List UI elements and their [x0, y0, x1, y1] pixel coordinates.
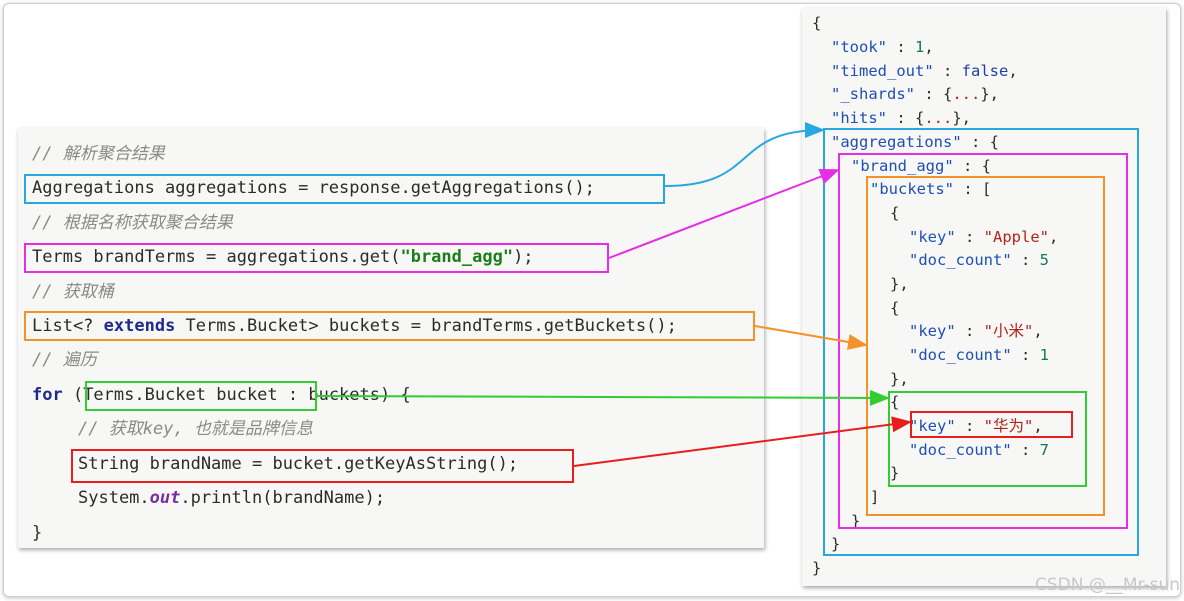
- json-bucket2-open: {: [890, 299, 900, 317]
- arrow-buckets: [754, 325, 868, 350]
- highlight-json-bucket3: [888, 391, 1087, 487]
- comment-parse-aggregation: // 解析聚合结果: [32, 144, 165, 164]
- json-bucket1-key: "key" : "Apple",: [909, 228, 1059, 246]
- code-get-aggregations: Aggregations aggregations = response.get…: [32, 178, 595, 198]
- highlight-bucket-variable: [85, 381, 317, 411]
- highlight-buckets-code: [24, 311, 755, 341]
- json-took: "took" : 1,: [831, 38, 934, 56]
- highlight-aggregations-code: [24, 174, 665, 204]
- comment-get-buckets: // 获取桶: [32, 282, 114, 302]
- json-bucket1-close: },: [890, 275, 909, 293]
- code-for-loop: for (Terms.Bucket bucket : buckets) {: [32, 385, 411, 405]
- json-open-brace: {: [812, 14, 822, 32]
- code-get-brand-terms: Terms brandTerms = aggregations.get("bra…: [32, 247, 534, 267]
- json-response-panel: { "took" : 1, "timed_out" : false, "_sha…: [802, 8, 1166, 586]
- comment-get-by-name: // 根据名称获取聚合结果: [32, 213, 233, 233]
- json-bucket3-close: }: [890, 464, 900, 482]
- json-close-brace: }: [812, 559, 822, 577]
- watermark: CSDN @__Mr-sun: [1035, 575, 1180, 595]
- json-shards: "_shards" : {...},: [831, 85, 999, 103]
- highlight-json-aggregations: [823, 128, 1139, 556]
- json-bucket1-doc-count: "doc_count" : 5: [909, 251, 1049, 269]
- arrow-brand-name: [573, 416, 912, 467]
- code-get-buckets: List<? extends Terms.Bucket> buckets = b…: [32, 316, 677, 336]
- code-get-key-as-string: String brandName = bucket.getKeyAsString…: [78, 454, 519, 474]
- json-brand-agg: "brand_agg" : {: [851, 157, 991, 175]
- arrow-brand-agg: [608, 168, 840, 259]
- json-aggregations-close: }: [831, 535, 841, 553]
- json-brand-agg-close: }: [851, 512, 861, 530]
- json-buckets: "buckets" : [: [870, 180, 992, 198]
- json-bucket2-key: "key" : "小米",: [909, 322, 1043, 340]
- arrow-bucket: [316, 389, 890, 406]
- java-code-panel: // 解析聚合结果 Aggregations aggregations = re…: [18, 128, 764, 548]
- highlight-brand-terms-code: [24, 243, 609, 273]
- json-bucket3-doc-count: "doc_count" : 7: [909, 441, 1049, 459]
- json-timed-out: "timed_out" : false,: [831, 62, 1018, 80]
- json-buckets-close: ]: [870, 488, 880, 506]
- arrow-aggregations: [664, 122, 825, 187]
- comment-get-key: // 获取key, 也就是品牌信息: [78, 419, 313, 439]
- json-bucket1-open: {: [890, 204, 900, 222]
- code-close-brace: }: [32, 523, 43, 543]
- code-println: System.out.println(brandName);: [78, 488, 386, 508]
- highlight-brand-name-code: [71, 449, 574, 483]
- json-aggregations: "aggregations" : {: [831, 133, 999, 151]
- json-bucket3-open: {: [890, 393, 900, 411]
- json-hits: "hits" : {...},: [831, 109, 971, 127]
- json-bucket2-close: },: [890, 370, 909, 388]
- json-bucket2-doc-count: "doc_count" : 1: [909, 346, 1049, 364]
- comment-iterate: // 遍历: [32, 350, 97, 370]
- json-bucket3-key: "key" : "华为",: [909, 417, 1043, 435]
